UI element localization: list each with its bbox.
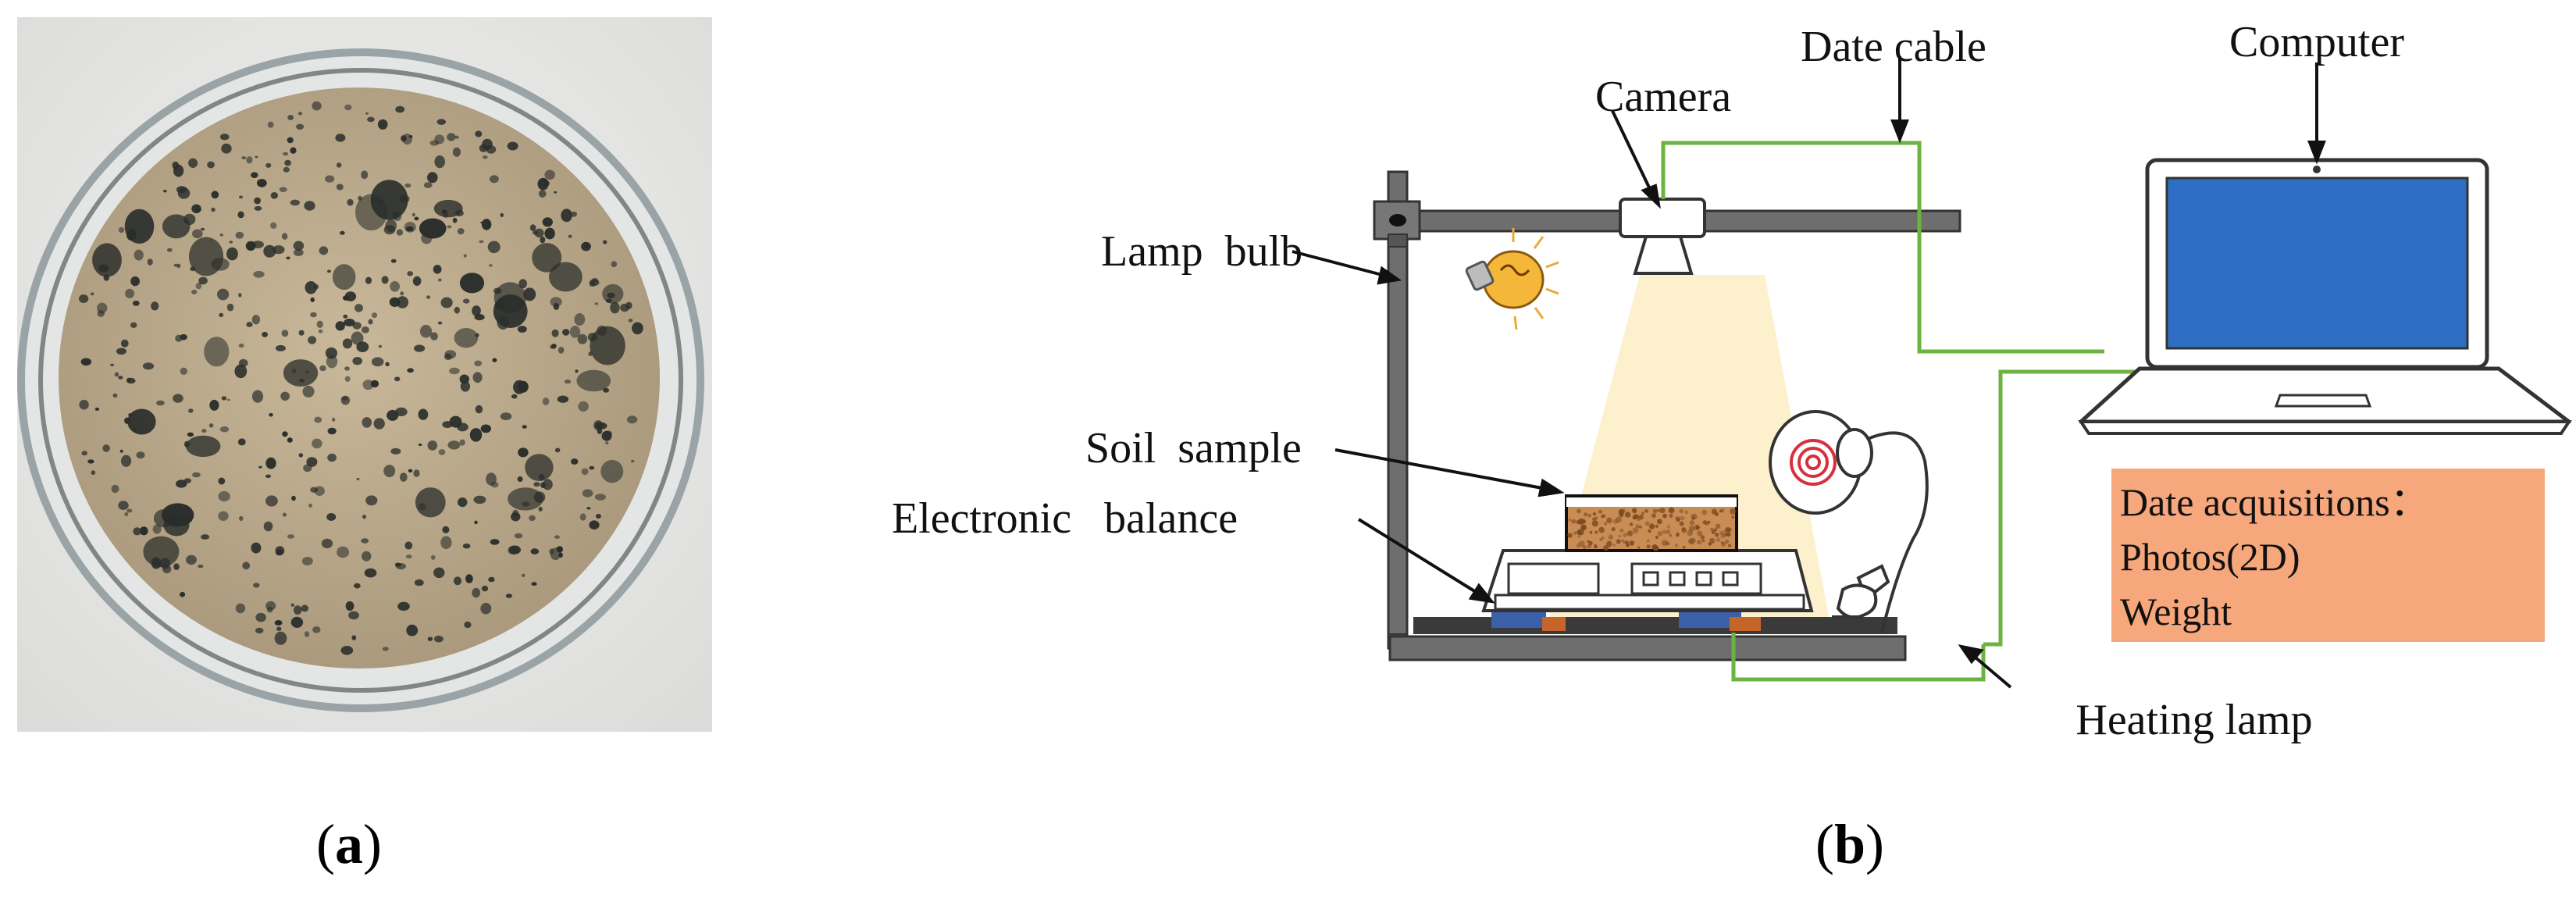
data-cable: [1661, 141, 2140, 682]
stand-pole: [1387, 170, 1409, 650]
lamp-bulb-icon: [1465, 228, 1559, 330]
label-date-cable: Date cable: [1801, 23, 1986, 71]
label-soil-sample: Soil sample: [1085, 424, 1302, 472]
soil-surface: [59, 87, 660, 668]
data-acquisition-box: [2111, 469, 2545, 642]
panel-a-caption: (a): [316, 813, 382, 875]
data-box-title: Date acquisitions：: [2120, 480, 2429, 524]
camera-body: [1619, 198, 1706, 238]
data-box-item-photos: Photos(2D): [2120, 535, 2300, 579]
label-camera: Camera: [1595, 73, 1731, 121]
stand-base: [1388, 635, 1907, 661]
label-arrows: [1292, 56, 2326, 689]
camera-lens: [1633, 235, 1694, 275]
setup-diagram: Date acquisitions： Photos(2D) Weight Cam…: [882, 0, 2576, 781]
heating-lamp-icon: [1769, 410, 1929, 633]
label-lamp-bulb: Lamp bulb: [1101, 227, 1302, 276]
label-computer: Computer: [2229, 18, 2404, 66]
label-electronic-balance: Electronic balance: [892, 494, 1238, 543]
label-heating-lamp: Heating lamp: [2075, 696, 2312, 744]
laptop-computer: [2078, 158, 2572, 435]
panel-b-caption: (b): [1815, 813, 1885, 875]
petri-dish-photo: [17, 17, 712, 732]
soil-sample-container: [1565, 494, 1738, 552]
electronic-balance: [1413, 549, 1897, 634]
data-box-item-weight: Weight: [2120, 590, 2232, 633]
soil-crack-specks: [78, 101, 643, 655]
